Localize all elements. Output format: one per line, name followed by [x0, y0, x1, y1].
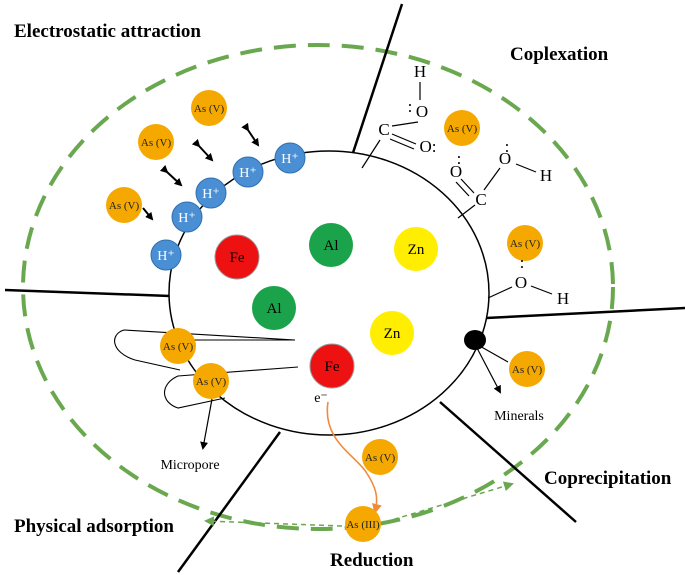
svg-text:As (V): As (V) — [512, 364, 543, 376]
heading-coprecipitation: Coprecipitation — [544, 468, 672, 489]
svg-text:As (V): As (V) — [510, 238, 541, 250]
heading-reduction: Reduction — [330, 550, 414, 571]
mineral-particle — [464, 330, 486, 350]
attraction-arrow-3 — [159, 164, 183, 187]
svg-text:H⁺: H⁺ — [157, 249, 175, 264]
as5-ball-electrostatic-3: As (V) — [106, 187, 142, 223]
as3-ball-reduction: As (III) — [345, 506, 381, 542]
green-arrow-right — [384, 481, 514, 523]
fe-label: Fe — [325, 359, 340, 375]
reduction-arrow — [326, 401, 382, 514]
svg-text:As (V): As (V) — [194, 103, 225, 115]
svg-text:As (III): As (III) — [346, 519, 380, 531]
svg-text::: : — [505, 137, 510, 156]
as5-ball-coprecipitation: As (V) — [509, 351, 545, 387]
svg-text:As (V): As (V) — [141, 137, 172, 149]
svg-text:H: H — [557, 289, 569, 308]
minerals-pointer — [476, 347, 501, 394]
zn-ball-upper: Zn — [394, 227, 438, 271]
as5-ball-reduction: As (V) — [362, 439, 398, 475]
zn-ball-lower: Zn — [370, 311, 414, 355]
svg-text:O: O — [450, 162, 462, 181]
al-ball-lower: Al — [252, 286, 296, 330]
fe-ball-lower: Fe — [309, 343, 355, 389]
svg-text:H⁺: H⁺ — [202, 187, 220, 202]
divider-line-top — [346, 3, 404, 169]
mineral-link-1 — [477, 344, 509, 363]
divider-line-left — [4, 288, 171, 298]
al-label: Al — [324, 238, 339, 254]
heading-electrostatic-attraction: Electrostatic attraction — [14, 21, 201, 42]
as5-ball-physical-1: As (V) — [160, 328, 196, 364]
h-plus-ball-3: H⁺ — [195, 177, 227, 209]
attraction-arrow-2 — [191, 138, 214, 162]
al-ball-upper: Al — [309, 223, 353, 267]
dashed-boundary-ring — [21, 43, 615, 531]
svg-text:O: O — [416, 102, 428, 121]
attraction-arrow-1 — [241, 122, 260, 147]
electron-label: e⁻ — [314, 391, 328, 406]
svg-text:As (V): As (V) — [447, 123, 478, 135]
svg-text:H: H — [540, 166, 552, 185]
svg-text:C: C — [378, 120, 389, 139]
zn-label: Zn — [408, 242, 425, 258]
carboxyl-group-2: : O C O : H — [450, 137, 552, 219]
heading-complexation: Coplexation — [510, 44, 609, 65]
svg-text:As (V): As (V) — [109, 200, 140, 212]
svg-text:As (V): As (V) — [163, 341, 194, 353]
svg-text:As (V): As (V) — [365, 452, 396, 464]
central-particle — [168, 150, 490, 436]
svg-text::: : — [408, 97, 413, 116]
svg-text:H⁺: H⁺ — [281, 152, 299, 167]
fe-ball-upper: Fe — [214, 234, 260, 280]
h-plus-ball-4: H⁺ — [171, 201, 203, 233]
fe-label: Fe — [230, 250, 245, 266]
hydroxyl-group: : O H — [487, 253, 569, 308]
svg-text:H⁺: H⁺ — [178, 211, 196, 226]
micropore-loop-1 — [114, 329, 296, 371]
minerals-label: Minerals — [494, 409, 544, 424]
svg-text:As (V): As (V) — [196, 376, 227, 388]
h-plus-ball-5: H⁺ — [150, 239, 182, 271]
svg-text:O: O — [499, 149, 511, 168]
micropore-label: Micropore — [160, 458, 219, 473]
heading-physical-adsorption: Physical adsorption — [14, 516, 174, 537]
green-arrow-left — [204, 516, 343, 527]
divider-line-bottom-left — [176, 431, 282, 573]
h-plus-ball-1: H⁺ — [274, 142, 306, 174]
svg-text:H: H — [414, 62, 426, 81]
as5-ball-complexation: As (V) — [444, 110, 480, 146]
divider-line-bottom-right — [439, 401, 577, 523]
as5-ball-electrostatic-2: As (V) — [138, 124, 174, 160]
svg-text:C: C — [475, 190, 486, 209]
svg-text::: : — [457, 149, 462, 168]
svg-text:O:: O: — [420, 137, 437, 156]
attraction-arrow-4 — [142, 207, 154, 221]
divider-line-right — [485, 306, 685, 320]
micropore-pointer — [200, 398, 213, 450]
h-plus-ball-2: H⁺ — [232, 156, 264, 188]
as5-ball-right-upper: As (V) — [507, 225, 543, 261]
zn-label: Zn — [384, 326, 401, 342]
al-label: Al — [267, 301, 282, 317]
svg-text::: : — [520, 253, 525, 272]
carboxyl-group-1: H O : C O: — [361, 62, 437, 169]
svg-text:H⁺: H⁺ — [239, 166, 257, 181]
svg-text:O: O — [515, 273, 527, 292]
as5-ball-physical-2: As (V) — [193, 363, 229, 399]
micropore-loop-2 — [163, 366, 299, 409]
as5-ball-electrostatic-1: As (V) — [191, 90, 227, 126]
